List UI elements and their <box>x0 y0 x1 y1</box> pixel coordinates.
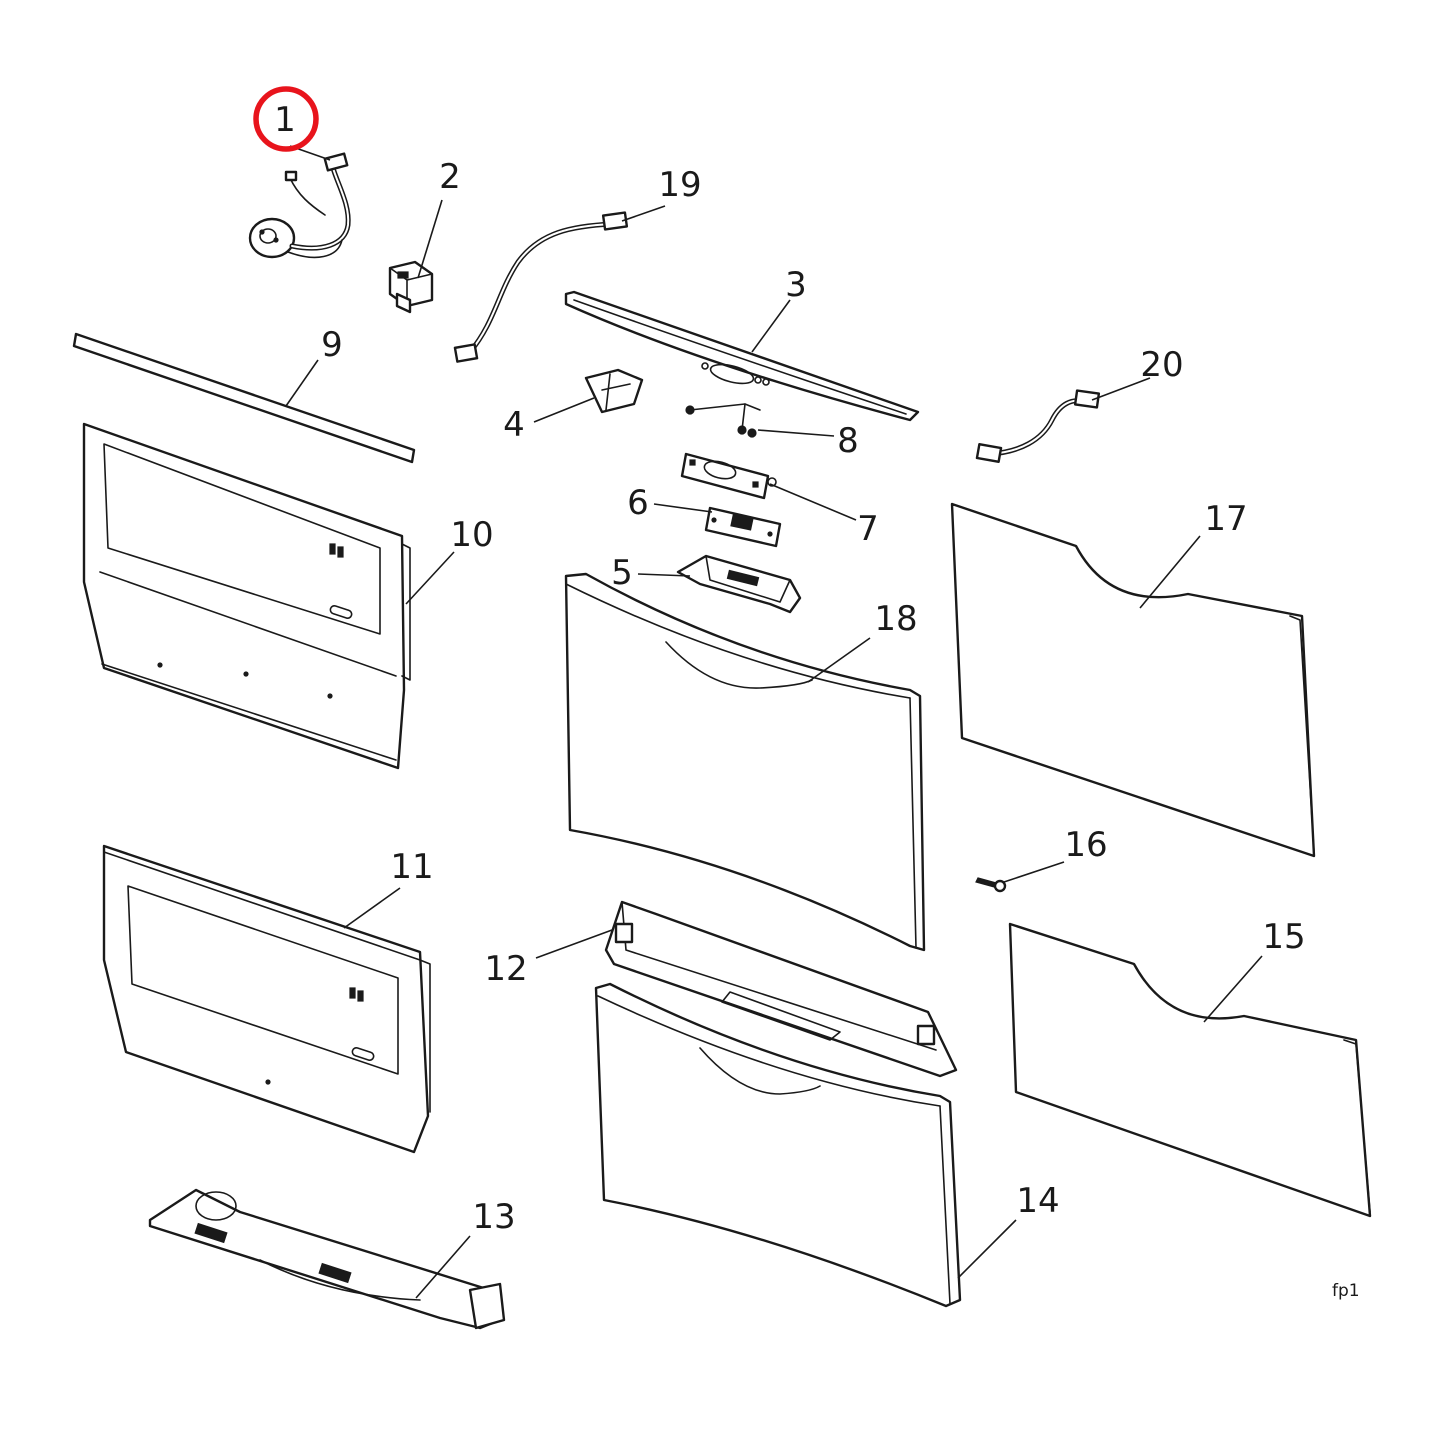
callout-1-highlight-ring <box>253 86 319 152</box>
part-10-inner-panel-upper[interactable] <box>82 422 411 770</box>
callout-6: 6 <box>627 483 649 523</box>
part-19-wire[interactable] <box>453 211 629 363</box>
callout-9: 9 <box>321 325 343 365</box>
callout-11: 11 <box>390 847 433 887</box>
leader-lines <box>285 145 1263 1299</box>
callout-3: 3 <box>785 265 807 305</box>
part-1-wire-harness[interactable] <box>248 152 351 259</box>
part-16-screw[interactable] <box>975 877 1007 893</box>
callout-17: 17 <box>1204 499 1247 539</box>
callouts: 1 2 3 4 5 6 7 8 9 10 11 12 13 14 15 16 1… <box>274 100 1305 1237</box>
callout-1: 1 <box>274 100 296 140</box>
part-20-wire[interactable] <box>975 389 1101 464</box>
part-4-flap[interactable] <box>584 368 644 414</box>
part-12-door-cap[interactable] <box>604 900 958 1078</box>
callout-14: 14 <box>1016 1181 1059 1221</box>
part-9-top-strip[interactable] <box>72 332 416 464</box>
callout-19: 19 <box>658 165 701 205</box>
part-6-control-board[interactable] <box>704 506 782 548</box>
callout-13: 13 <box>472 1197 515 1237</box>
callout-8: 8 <box>837 421 859 461</box>
callout-4: 4 <box>503 405 525 445</box>
part-5-latch-housing[interactable] <box>676 554 802 614</box>
callout-15: 15 <box>1262 917 1305 957</box>
callout-12: 12 <box>484 949 527 989</box>
callout-7: 7 <box>857 509 879 549</box>
callout-2: 2 <box>439 157 461 197</box>
part-3-control-panel-trim[interactable] <box>564 290 920 422</box>
callout-16: 16 <box>1064 825 1107 865</box>
part-13-toe-kick[interactable] <box>148 1188 506 1330</box>
callout-18: 18 <box>874 599 917 639</box>
part-7-display-board[interactable] <box>680 452 777 500</box>
callout-5: 5 <box>611 553 633 593</box>
figure-reference: fp1 <box>1332 1281 1360 1301</box>
part-14-lower-door-panel[interactable] <box>594 982 962 1308</box>
callout-10: 10 <box>450 515 493 555</box>
part-11-inner-panel-lower[interactable] <box>102 844 431 1154</box>
part-15-lower-insulation[interactable] <box>1008 922 1372 1218</box>
part-2-switch[interactable] <box>388 260 434 314</box>
part-8-wire[interactable] <box>685 403 761 438</box>
part-17-upper-insulation[interactable] <box>950 502 1316 858</box>
part-18-upper-door-panel[interactable] <box>564 572 926 952</box>
callout-20: 20 <box>1140 345 1183 385</box>
